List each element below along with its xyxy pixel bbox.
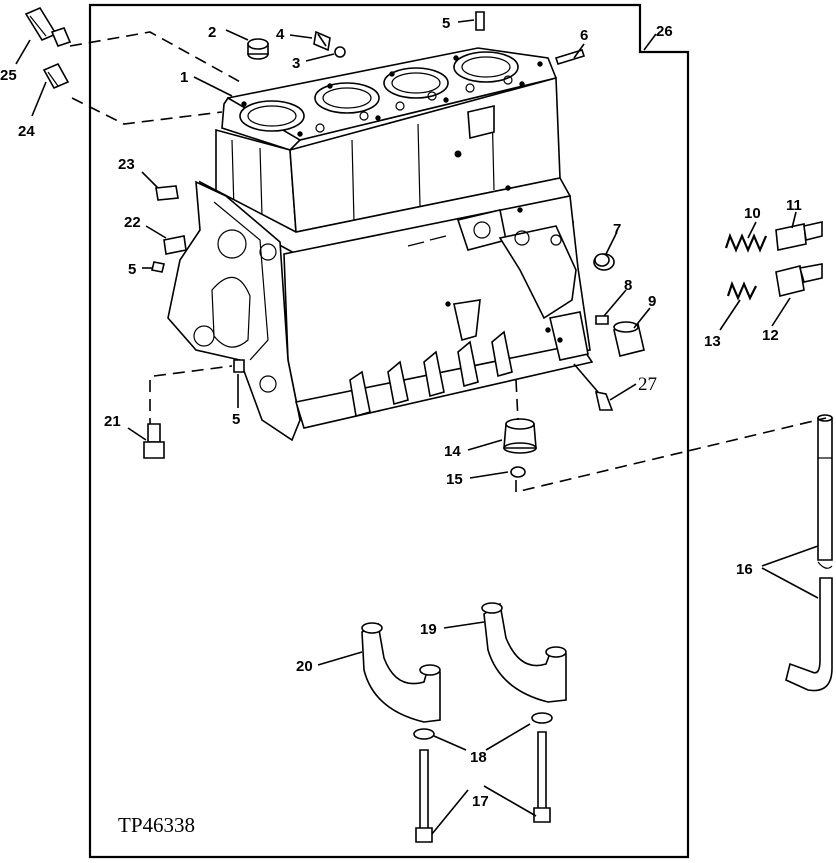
callout-labels: 1 2 3 4 5 5 5 6 7 8 9 10 11 12 13 14 15 … [0, 15, 802, 810]
assembly-frame [88, 3, 690, 859]
part-14-cup [503, 418, 537, 454]
callout-26: 26 [656, 23, 673, 40]
callout-6: 6 [580, 27, 588, 44]
callout-12: 12 [762, 327, 779, 344]
part-25-heater [24, 6, 72, 47]
callout-19: 19 [420, 621, 437, 638]
part-17-bolt-left [415, 749, 433, 843]
callout-20: 20 [296, 658, 313, 675]
callout-2: 2 [208, 24, 216, 41]
part-2-plug [247, 38, 269, 60]
part-16-dipstick-tube [785, 414, 833, 692]
part-5-dowel-top [475, 11, 485, 31]
callout-3: 3 [292, 55, 300, 72]
part-21-fitting [143, 423, 165, 459]
callout-14: 14 [444, 443, 461, 460]
part-4-plug [313, 30, 331, 52]
callout-10: 10 [744, 205, 761, 222]
callout-25: 25 [0, 67, 17, 84]
part-27-bolt [594, 390, 614, 411]
part-3-o-ring [334, 46, 346, 58]
part-7-plug [593, 253, 615, 271]
part-8-pin [595, 315, 609, 325]
callout-5-top: 5 [442, 15, 450, 32]
callout-22: 22 [124, 214, 141, 231]
part-17-bolt-right [533, 731, 551, 823]
callout-5-left: 5 [128, 261, 136, 278]
callout-7: 7 [613, 221, 621, 238]
callout-8: 8 [624, 277, 632, 294]
callout-5-lower: 5 [232, 411, 240, 428]
part-5-pin-left [151, 261, 165, 273]
callout-18: 18 [470, 749, 487, 766]
callout-17: 17 [472, 793, 489, 810]
assembly-dash-lines [69, 31, 827, 494]
callout-21: 21 [104, 413, 121, 430]
callout-24: 24 [18, 123, 35, 140]
part-12-fitting [775, 263, 823, 297]
part-19-bearing-cap [481, 602, 567, 703]
part-24-coupling [42, 62, 70, 90]
callout-23: 23 [118, 156, 135, 173]
leader-lines [15, 19, 819, 835]
part-22-plug [163, 235, 187, 255]
part-11-valve [775, 221, 823, 251]
callout-4: 4 [276, 26, 285, 43]
callout-11: 11 [786, 197, 802, 214]
part-18-washer-left [413, 728, 435, 740]
callout-9: 9 [648, 293, 656, 310]
part-10-spring [724, 232, 768, 253]
part-13-spring [726, 280, 757, 301]
part-5-pin-lower [233, 359, 245, 373]
callout-15: 15 [446, 471, 463, 488]
callout-27: 27 [638, 374, 657, 395]
part-9-sleeve [613, 321, 645, 357]
callout-1: 1 [180, 69, 188, 86]
part-23-plug [155, 185, 179, 201]
callout-16: 16 [736, 561, 753, 578]
callout-13: 13 [704, 333, 721, 350]
part-15-o-ring [510, 466, 526, 478]
part-18-washer-right [531, 712, 553, 724]
figure-id: TP46338 [118, 813, 195, 837]
part-20-bearing-cap [361, 622, 441, 723]
cylinder-block [167, 47, 594, 442]
part-6-stud [554, 49, 586, 65]
